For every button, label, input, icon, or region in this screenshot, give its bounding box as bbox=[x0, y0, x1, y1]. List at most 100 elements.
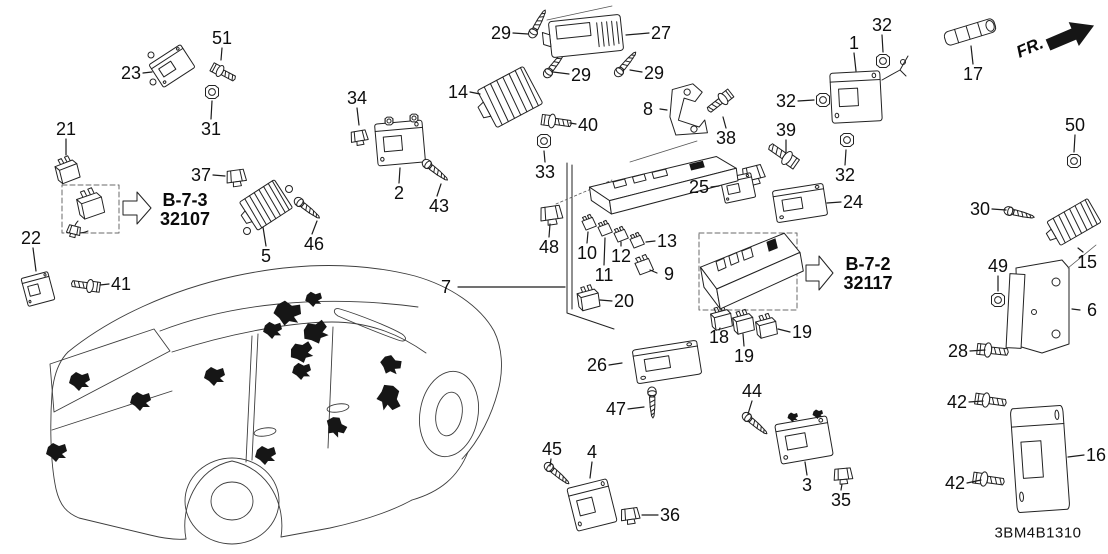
leader-line-29 bbox=[553, 72, 569, 74]
leader-line-14 bbox=[470, 92, 480, 94]
leader-line-9 bbox=[650, 270, 657, 273]
callout-28: 28 bbox=[947, 341, 969, 361]
harness-blob bbox=[374, 382, 403, 413]
leader-line-51 bbox=[221, 48, 222, 60]
leader-line-46 bbox=[312, 221, 317, 234]
leader-line-32 bbox=[798, 100, 814, 101]
leader-line-13 bbox=[646, 241, 655, 242]
callout-15: 15 bbox=[1076, 252, 1098, 272]
leader-line-31 bbox=[211, 101, 212, 119]
module-16 bbox=[1008, 403, 1072, 515]
leader-line-22 bbox=[33, 248, 36, 271]
leader-line-23 bbox=[143, 72, 152, 73]
page-code: 3BM4B1310 bbox=[994, 524, 1082, 542]
callout-27: 27 bbox=[650, 23, 672, 43]
bolt-38 bbox=[703, 87, 736, 117]
callout-22: 22 bbox=[20, 228, 42, 248]
connector-b73 bbox=[65, 224, 82, 240]
callout-42: 42 bbox=[946, 392, 968, 412]
relay-19a bbox=[754, 311, 779, 340]
callout-32: 32 bbox=[871, 15, 893, 35]
callout-4: 4 bbox=[586, 442, 598, 462]
callout-26: 26 bbox=[586, 355, 608, 375]
nut-32a bbox=[876, 54, 890, 68]
callout-24: 24 bbox=[842, 192, 864, 212]
callout-13: 13 bbox=[656, 231, 678, 251]
callout-43: 43 bbox=[428, 196, 450, 216]
clip-36 bbox=[619, 506, 642, 526]
leader-line-1 bbox=[854, 53, 856, 71]
leader-line-25 bbox=[711, 186, 719, 187]
screw-43 bbox=[419, 157, 451, 184]
grommet-screw-39 bbox=[764, 139, 802, 172]
harness-blob bbox=[287, 339, 316, 366]
nut-50 bbox=[1067, 154, 1081, 168]
leader-line-11 bbox=[604, 238, 605, 265]
leader-line-37 bbox=[213, 175, 225, 176]
screw-44 bbox=[739, 409, 771, 438]
ref-code: B-7-3 bbox=[162, 190, 208, 211]
leader-line-33 bbox=[544, 151, 545, 162]
harness-blob bbox=[305, 291, 322, 307]
callout-14: 14 bbox=[447, 82, 469, 102]
bracket-8 bbox=[667, 81, 713, 139]
leader-line-3 bbox=[805, 462, 807, 475]
leader-line-20 bbox=[600, 300, 612, 301]
screw-45 bbox=[541, 459, 573, 488]
bracket-7 bbox=[567, 163, 614, 329]
fusebox-b72 bbox=[696, 230, 808, 312]
callout-45: 45 bbox=[541, 439, 563, 459]
callout-5: 5 bbox=[260, 246, 272, 266]
leader-line-15 bbox=[1078, 248, 1083, 252]
callout-2: 2 bbox=[393, 183, 405, 203]
callout-51: 51 bbox=[211, 28, 233, 48]
callout-31: 31 bbox=[200, 119, 222, 139]
leader-line-45 bbox=[550, 459, 551, 466]
leader-line-47 bbox=[628, 407, 644, 409]
callout-39: 39 bbox=[775, 120, 797, 140]
nut-32c bbox=[840, 133, 854, 147]
leader-line-29 bbox=[630, 70, 642, 72]
harness-blob bbox=[255, 446, 276, 465]
connector-17 bbox=[942, 17, 998, 47]
callout-48: 48 bbox=[538, 237, 560, 257]
leader-line-19 bbox=[743, 334, 744, 346]
callout-25: 25 bbox=[688, 177, 710, 197]
reference-graphics bbox=[62, 6, 1099, 361]
leader-line-10 bbox=[587, 232, 588, 243]
relay-21 bbox=[52, 153, 82, 186]
callout-40: 40 bbox=[577, 115, 599, 135]
callout-3: 3 bbox=[801, 475, 813, 495]
leader-line-32 bbox=[882, 35, 883, 52]
harness-blob bbox=[263, 321, 282, 339]
leader-line-18 bbox=[719, 328, 720, 330]
callout-33: 33 bbox=[534, 162, 556, 182]
ref-block-b73: B-7-3 32107 bbox=[160, 191, 210, 229]
vehicle-outline bbox=[50, 266, 501, 545]
callout-29: 29 bbox=[490, 23, 512, 43]
callout-19: 19 bbox=[733, 346, 755, 366]
bolt-42b bbox=[971, 469, 1006, 490]
module-4 bbox=[566, 478, 618, 532]
module-24 bbox=[771, 182, 829, 224]
relay-19b bbox=[731, 307, 756, 336]
leader-line-24 bbox=[827, 202, 841, 203]
relay-box-7 bbox=[587, 153, 741, 218]
screw-30 bbox=[1002, 205, 1036, 222]
radar-unit-1 bbox=[829, 70, 883, 124]
callout-29: 29 bbox=[570, 65, 592, 85]
leader-line-27 bbox=[626, 33, 649, 35]
harness-blob bbox=[321, 412, 350, 442]
callout-18: 18 bbox=[708, 327, 730, 347]
leader-line-42 bbox=[969, 401, 983, 402]
nut-31 bbox=[205, 85, 219, 99]
leader-line-42 bbox=[967, 480, 981, 483]
fuse-10 bbox=[580, 213, 598, 231]
leader-line-17 bbox=[971, 46, 973, 64]
screw-29c bbox=[611, 48, 640, 80]
control-module-5 bbox=[234, 179, 293, 234]
leader-line-30 bbox=[992, 209, 1006, 210]
harness-blob bbox=[204, 367, 225, 386]
bolt-on-module-2a bbox=[384, 116, 394, 126]
